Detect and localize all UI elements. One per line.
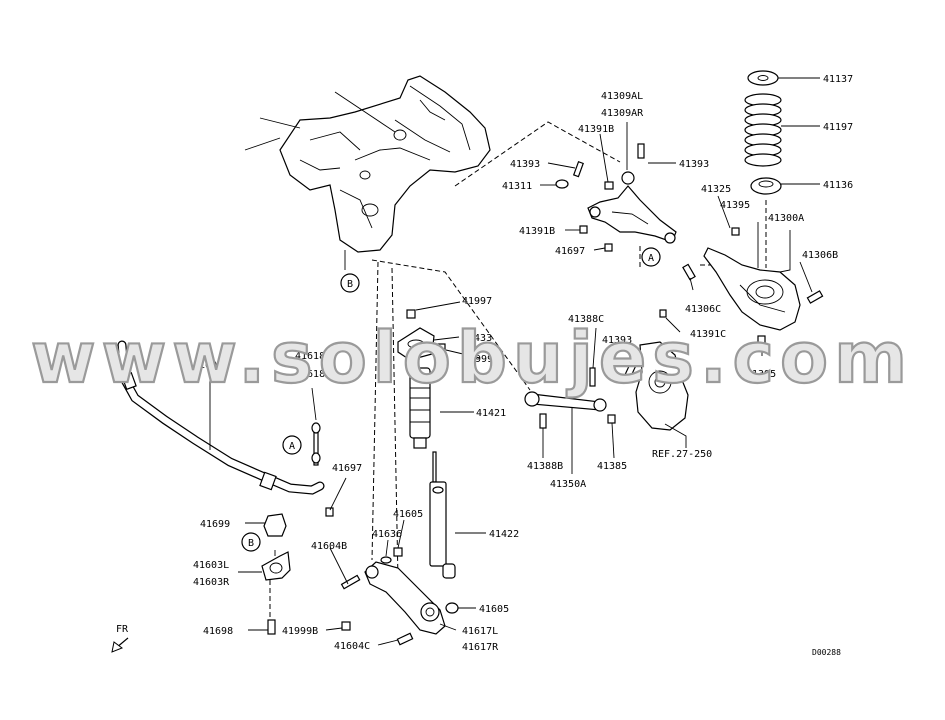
marker-a-bottom: A [282,435,302,455]
coil-spring [744,93,782,167]
label-41433: 41433 [462,333,492,344]
stabilizer-link [311,422,321,466]
label-41697-bottom: 41697 [332,463,362,474]
label-41617l: 41617L [462,626,498,637]
label-41422: 41422 [489,529,519,540]
front-direction-marker: FR [111,624,129,653]
label-41306c: 41306C [685,304,721,315]
toe-control-link [524,391,607,412]
leader-lines [209,77,820,646]
upper-control-arm [587,171,677,244]
label-41391c: 41391C [690,329,726,340]
label-41197: 41197 [823,122,853,133]
label-41388b: 41388B [527,461,563,472]
label-41393-right: 41393 [679,159,709,170]
label-41350a: 41350A [550,479,586,490]
marker-b-bottom: B [241,532,261,552]
label-41603r: 41603R [193,577,230,588]
label-41393-left: 41393 [510,159,540,170]
lower-control-arm [703,247,801,331]
label-41388c: 41388C [568,314,604,325]
watermark-text: www.solobujes.com [31,317,913,399]
label-ref-27-250: REF.27-250 [652,449,712,460]
dust-boot [409,367,431,449]
label-41699: 41699 [200,519,230,530]
label-41325: 41325 [701,184,731,195]
label-41605-top: 41605 [393,509,423,520]
label-41306b: 41306B [802,250,838,261]
rear-subframe [244,75,491,270]
marker-b-top: B [340,273,360,293]
label-41618l: 41618L [295,351,331,362]
svg-text:FR: FR [116,624,129,635]
part-labels: 41137 41197 41136 41309AL 41309AR 41391B… [193,74,853,653]
label-41309al: 41309AL [601,91,643,102]
diagram-code: D00288 [812,648,841,657]
label-41311: 41311 [502,181,532,192]
label-41421: 41421 [476,408,506,419]
label-41999c: 41999C [463,354,499,365]
svg-text:B: B [248,538,254,549]
trailing-arm [364,561,446,635]
label-41997: 41997 [462,296,492,307]
label-41395-bottom: 41395 [746,369,776,380]
label-41636: 41636 [372,529,402,540]
label-41604b: 41604B [311,541,347,552]
label-41605-bottom: 41605 [479,604,509,615]
label-41698: 41698 [203,626,233,637]
label-41617r: 41617R [462,642,499,653]
label-41999b: 41999B [282,626,318,637]
shock-absorber-assembly [397,327,456,579]
svg-text:A: A [289,441,295,452]
label-41618r: 41618R [295,369,332,380]
label-41601: 41601 [193,360,223,371]
svg-text:B: B [347,279,353,290]
stabilizer-bracket [261,551,291,581]
label-41604c: 41604C [334,641,370,652]
label-41385: 41385 [597,461,627,472]
label-41391b-top: 41391B [578,124,614,135]
label-41391b-mid: 41391B [519,226,555,237]
coil-spring-assembly [744,70,782,195]
label-41697-top: 41697 [555,246,585,257]
label-41393-mid: 41393 [602,335,632,346]
stabilizer-bar [117,340,325,495]
label-41136: 41136 [823,180,853,191]
knuckle [635,341,689,431]
label-41395-top: 41395 [720,200,750,211]
label-41603l: 41603L [193,560,229,571]
stabilizer-bushing [263,513,287,537]
label-41300a: 41300A [768,213,804,224]
label-41137: 41137 [823,74,853,85]
label-41309ar: 41309AR [601,108,644,119]
svg-text:A: A [648,253,654,264]
marker-a-top: A [641,247,661,267]
